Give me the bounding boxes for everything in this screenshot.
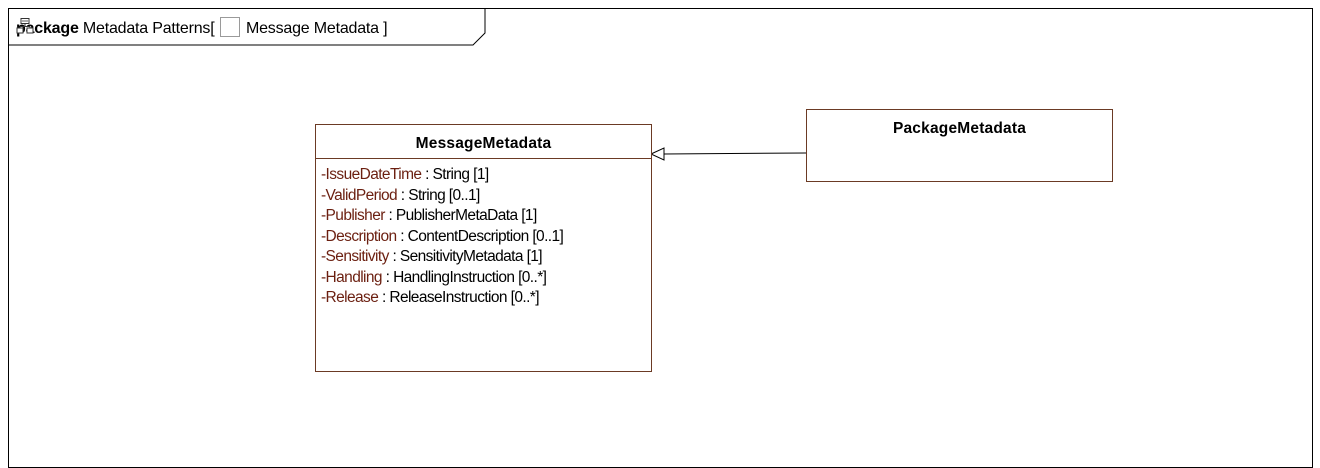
- attribute-name: -ValidPeriod: [321, 186, 398, 204]
- attribute-type: : SensitivityMetadata [1]: [388, 248, 543, 265]
- attribute-row[interactable]: -Release : ReleaseInstruction [0..*]: [321, 288, 651, 309]
- attribute-name: -Publisher: [321, 207, 385, 224]
- attribute-row[interactable]: -Description : ContentDescription [0..1]: [321, 227, 651, 248]
- attribute-row[interactable]: -IssueDateTime : String [1]: [321, 165, 651, 186]
- frame-package-name: Metadata Patterns[: [82, 20, 215, 37]
- class-diagram-icon: [16, 17, 240, 37]
- class-message-metadata[interactable]: MessageMetadata -IssueDateTime : String …: [315, 124, 652, 372]
- attribute-name: -Sensitivity: [321, 248, 389, 265]
- class-name: PackageMetadata: [892, 120, 1027, 137]
- attribute-row[interactable]: -ValidPeriod : String [0..1]: [321, 186, 651, 207]
- attribute-name: -IssueDateTime: [321, 166, 422, 183]
- attribute-name: -Release: [321, 289, 379, 306]
- attribute-name: -Description: [321, 227, 397, 245]
- attribute-name: -Handling: [321, 268, 383, 286]
- attribute-type: : HandlingInstruction [0..*]: [381, 268, 547, 286]
- attribute-list: -IssueDateTime : String [1] -ValidPeriod…: [316, 159, 651, 309]
- attribute-type: : ContentDescription [0..1]: [396, 227, 564, 245]
- attribute-type: : String [1]: [421, 166, 489, 183]
- generalization-line: [663, 152, 807, 155]
- attribute-row[interactable]: -Handling : HandlingInstruction [0..*]: [321, 268, 651, 289]
- frame-tab-outline: [8, 8, 486, 46]
- frame-diagram-name: Message Metadata: [245, 20, 379, 37]
- class-name: MessageMetadata: [316, 125, 651, 159]
- attribute-row[interactable]: -Sensitivity : SensitivityMetadata [1]: [321, 247, 651, 268]
- attribute-row[interactable]: -Publisher : PublisherMetaData [1]: [321, 206, 651, 227]
- attribute-type: : ReleaseInstruction [0..*]: [378, 289, 540, 306]
- frame-closing-bracket: ]: [383, 20, 388, 37]
- attribute-type: : PublisherMetaData [1]: [384, 207, 537, 224]
- generalization-arrowhead: [649, 147, 665, 161]
- generalization-arrow[interactable]: [0, 0, 1320, 456]
- attribute-type: : String [0..1]: [397, 186, 480, 204]
- class-package-metadata[interactable]: PackageMetadata: [806, 109, 1113, 182]
- frame-header: package Metadata Patterns[ Message Metad…: [8, 8, 486, 46]
- frame-label: package Metadata Patterns[ Message Metad…: [16, 17, 388, 38]
